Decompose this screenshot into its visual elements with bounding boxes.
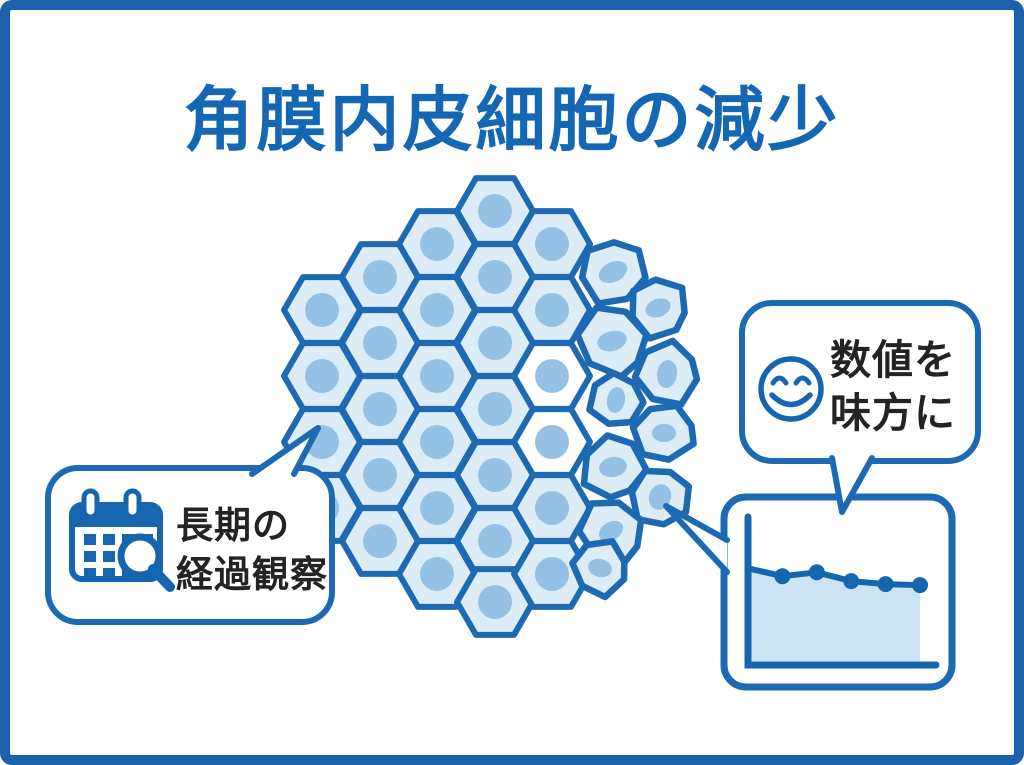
right-speech-bubble (739, 300, 981, 515)
right-bubble-line2: 味方に (830, 390, 956, 436)
cell-cluster-illustration (281, 175, 701, 638)
left-bubble-line1: 長期の (176, 505, 290, 546)
right-bubble-line1: 数値を (830, 337, 956, 383)
page-title: 角膜内皮細胞の減少 (183, 81, 841, 159)
left-bubble-text: 長期の 経過観察 (176, 501, 328, 599)
right-bubble-text: 数値を 味方に (830, 334, 956, 440)
chart-callout-box (663, 493, 956, 691)
smiley-icon (758, 356, 824, 422)
calendar-search-icon (69, 488, 175, 592)
left-bubble-line2: 経過観察 (176, 554, 328, 595)
